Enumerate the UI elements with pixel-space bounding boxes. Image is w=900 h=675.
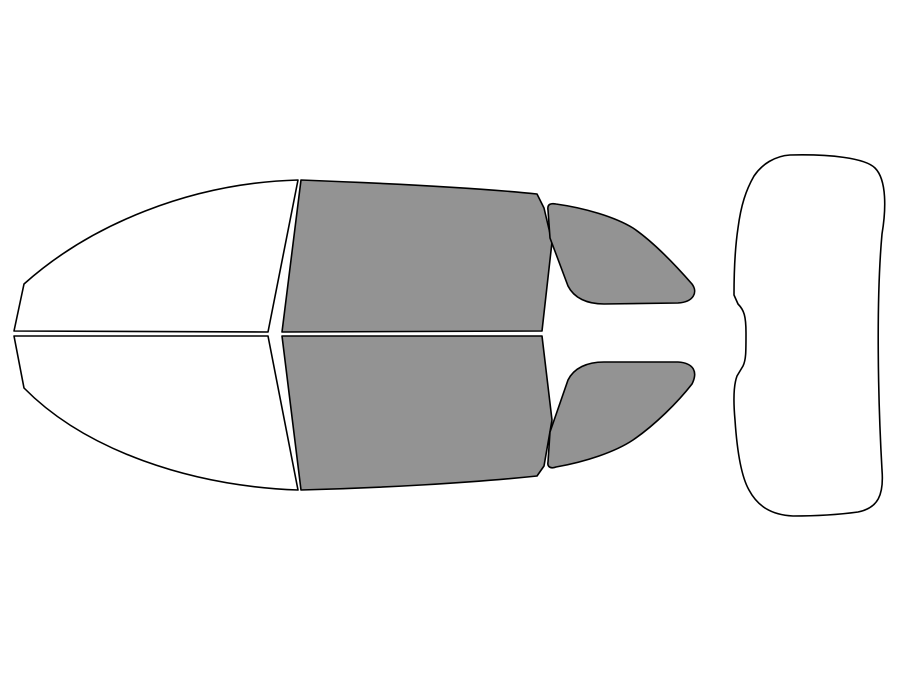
front-door-window-right-pane: [281, 335, 553, 491]
front-door-window-left-pane: [281, 179, 553, 333]
rear-windshield-pane: [733, 154, 886, 517]
windshield-right-pane: [13, 335, 299, 491]
rear-door-window-left-pane: [547, 202, 696, 305]
windshield-left-pane: [13, 179, 299, 333]
rear-door-window-right-pane: [547, 361, 696, 469]
